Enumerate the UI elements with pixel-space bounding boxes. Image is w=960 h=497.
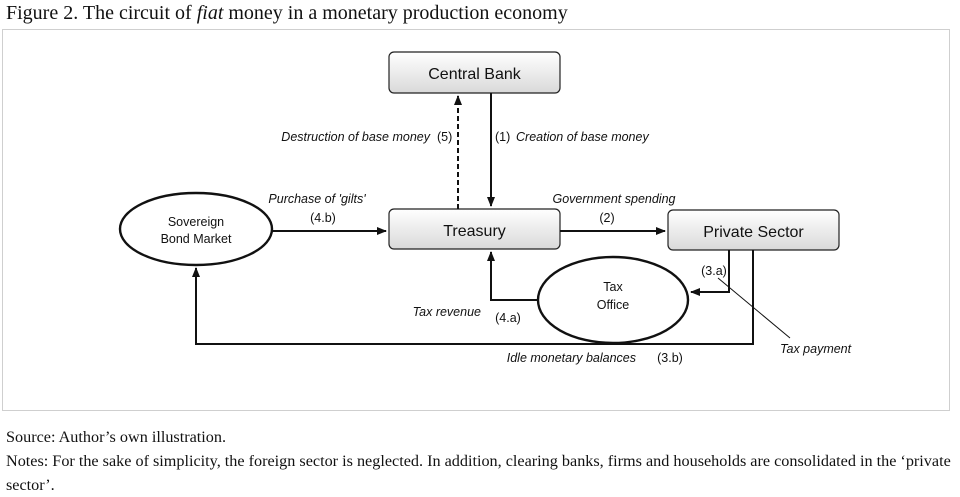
caption-suffix: money in a monetary production economy <box>223 2 568 24</box>
purchase-gilts-number: (4.b) <box>310 211 336 225</box>
creation-label: Creation of base money <box>516 130 649 144</box>
sovereign-bond-market-node: Sovereign Bond Market <box>118 191 274 267</box>
destruction-label: Destruction of base money <box>281 130 430 144</box>
tax-revenue-label: Tax revenue <box>413 305 481 319</box>
tax-office-label-line1: Tax <box>603 280 623 294</box>
figure-caption: Figure 2. The circuit of fiat money in a… <box>6 2 568 25</box>
treasury-label: Treasury <box>443 223 506 240</box>
tax-payment-label: Tax payment <box>780 342 852 356</box>
tax-office-label-line2: Office <box>597 298 629 312</box>
idle-balances-label: Idle monetary balances <box>507 351 636 365</box>
government-spending-label: Government spending <box>553 192 676 206</box>
tax-payment-arrow <box>690 250 730 296</box>
private-sector-node: Private Sector <box>667 209 840 251</box>
tax-payment-number: (3.a) <box>701 264 727 278</box>
circuit-diagram: Central Bank Treasury Private Sector Sov… <box>118 51 852 365</box>
caption-italic: fiat <box>196 2 224 24</box>
bond-market-label-line1: Sovereign <box>168 215 224 229</box>
caption-prefix: Figure 2. The circuit of <box>6 2 197 24</box>
destruction-number: (5) <box>437 130 452 144</box>
tax-revenue-number: (4.a) <box>495 311 521 325</box>
figure-notes: Source: Author’s own illustration. Notes… <box>6 425 951 497</box>
idle-balances-number: (3.b) <box>657 351 683 365</box>
private-sector-label: Private Sector <box>703 224 804 241</box>
government-spending-number: (2) <box>599 211 614 225</box>
notes-paragraph: Notes: For the sake of simplicity, the f… <box>6 452 951 494</box>
bond-market-label-line2: Bond Market <box>161 232 232 246</box>
tax-office-node: Tax Office <box>536 255 690 345</box>
central-bank-label: Central Bank <box>428 66 521 83</box>
central-bank-node: Central Bank <box>388 51 561 94</box>
tax-revenue-arrow <box>487 251 538 301</box>
idle-balances-arrow <box>192 250 754 345</box>
purchase-gilts-label: Purchase of 'gilts' <box>268 192 366 206</box>
source-line: Source: Author’s own illustration. <box>6 428 227 446</box>
treasury-node: Treasury <box>388 208 561 250</box>
creation-number: (1) <box>495 130 510 144</box>
